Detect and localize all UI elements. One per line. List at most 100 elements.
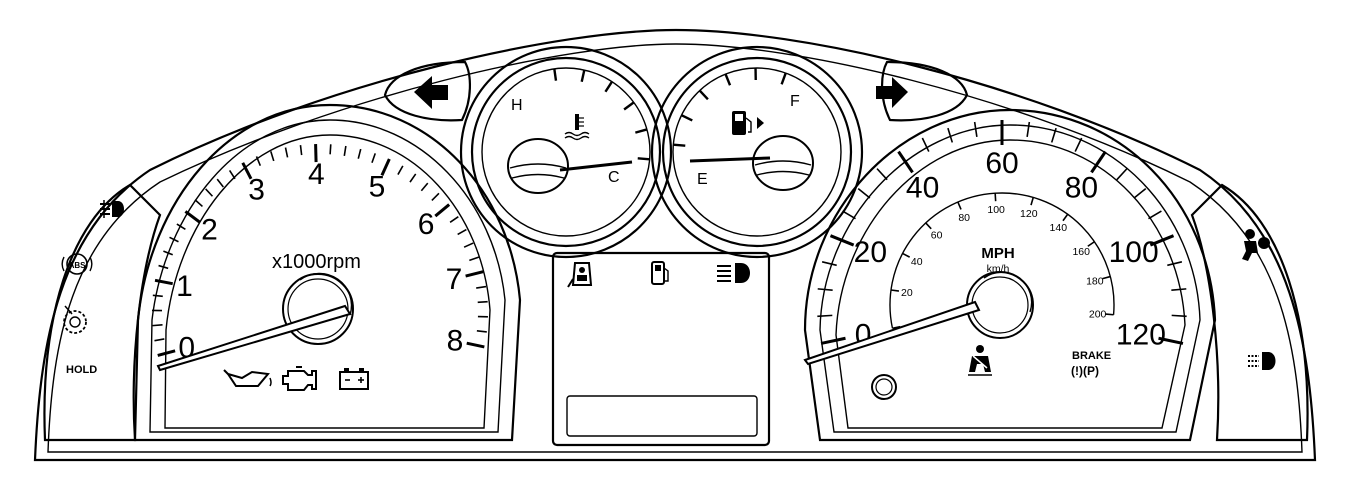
tach-tick bbox=[169, 236, 179, 243]
tach-tick bbox=[184, 210, 201, 224]
kmh-label: 200 bbox=[1089, 308, 1107, 320]
right-turn-signal bbox=[876, 60, 969, 122]
kmh-label: 80 bbox=[958, 212, 970, 224]
hold-label: HOLD bbox=[66, 364, 97, 376]
kmh-label: 40 bbox=[911, 256, 923, 268]
mph-tick bbox=[1158, 336, 1184, 345]
kmh-tick bbox=[1062, 213, 1069, 222]
speedometer-mph-ticks bbox=[817, 120, 1187, 345]
kmh-tick bbox=[1105, 313, 1114, 316]
mph-tick bbox=[820, 336, 846, 345]
kmh-label: 60 bbox=[931, 230, 943, 242]
tach-tick bbox=[255, 156, 262, 167]
fuel-gauge: F E bbox=[650, 45, 864, 259]
mph-tick bbox=[1171, 314, 1187, 318]
tach-tick bbox=[409, 173, 417, 183]
tach-tick bbox=[152, 294, 163, 298]
temp-hot-label: H bbox=[511, 97, 523, 114]
kmh-arc bbox=[889, 192, 1115, 329]
fog-light-icon bbox=[100, 200, 124, 218]
gauge-tick bbox=[553, 68, 558, 81]
tach-tick bbox=[469, 256, 480, 262]
left-indicator-pod: ABS HOLD bbox=[43, 183, 162, 442]
tach-tick bbox=[284, 147, 289, 158]
fuel-pump-icon bbox=[732, 111, 764, 135]
tach-tick bbox=[420, 182, 429, 192]
mph-tick bbox=[821, 261, 837, 267]
cluster-housing bbox=[33, 28, 1317, 462]
left-turn-arrow-icon bbox=[414, 76, 448, 109]
oil-pressure-icon bbox=[223, 369, 272, 387]
tach-tick bbox=[216, 178, 224, 188]
mph-label: 60 bbox=[985, 147, 1018, 180]
abs-label: ABS bbox=[69, 261, 87, 270]
tach-tick bbox=[228, 169, 236, 180]
high-beam-icon bbox=[717, 263, 750, 283]
tach-tick bbox=[476, 329, 487, 333]
mph-tick bbox=[973, 121, 978, 137]
tach-tick bbox=[152, 324, 163, 327]
tach-tick bbox=[194, 199, 203, 208]
seatbelt-icon bbox=[968, 345, 992, 376]
mph-tick bbox=[1050, 127, 1057, 143]
temp-needle bbox=[559, 160, 633, 172]
mph-label: 100 bbox=[1109, 236, 1159, 269]
tach-tick bbox=[476, 285, 487, 289]
right-turn-arrow-icon bbox=[876, 77, 908, 108]
tach-tick bbox=[158, 264, 169, 270]
gauge-tick bbox=[724, 73, 732, 86]
tach-tick bbox=[449, 216, 459, 223]
kmh-tick bbox=[1087, 241, 1095, 247]
kmh-tick bbox=[902, 252, 911, 258]
kmh-label: 160 bbox=[1072, 246, 1090, 258]
tach-tick bbox=[466, 341, 485, 349]
tach-tick bbox=[380, 158, 391, 176]
coolant-temperature-icon bbox=[564, 114, 590, 141]
tachometer-needle bbox=[156, 304, 352, 372]
tach-label: 2 bbox=[201, 213, 218, 246]
mph-tick bbox=[1090, 150, 1107, 174]
mph-tick bbox=[1149, 234, 1175, 247]
mph-tick bbox=[842, 210, 856, 220]
tach-tick bbox=[434, 203, 451, 218]
mph-tick bbox=[1133, 187, 1147, 199]
tach-tick bbox=[465, 270, 484, 278]
tach-tick bbox=[343, 145, 347, 157]
fuel-empty-label: E bbox=[697, 171, 708, 188]
mph-label: 40 bbox=[906, 171, 939, 204]
brake-symbols: (!)(P) bbox=[1071, 364, 1099, 378]
door-ajar-icon bbox=[567, 262, 593, 288]
tach-tick bbox=[329, 144, 332, 155]
tach-tick bbox=[371, 153, 377, 164]
speedometer-kmh-ticks bbox=[889, 192, 1115, 330]
tach-tick bbox=[154, 278, 173, 286]
mph-tick bbox=[947, 127, 954, 143]
rear-fog-light-icon bbox=[1248, 352, 1276, 370]
speedometer-unit-primary: MPH bbox=[981, 245, 1014, 262]
kmh-tick bbox=[1102, 275, 1111, 280]
tach-label: 3 bbox=[248, 173, 265, 206]
mph-tick bbox=[857, 187, 871, 199]
temp-hub bbox=[507, 138, 633, 194]
mph-tick bbox=[1171, 288, 1187, 291]
kmh-tick bbox=[925, 222, 932, 230]
tach-label: 4 bbox=[308, 158, 325, 191]
speedometer-needle bbox=[803, 300, 981, 366]
battery-icon bbox=[339, 368, 369, 390]
gauge-tick bbox=[580, 69, 586, 82]
mph-tick bbox=[1167, 261, 1183, 267]
tach-tick bbox=[397, 165, 404, 175]
mph-tick bbox=[829, 234, 855, 247]
mph-label: 80 bbox=[1065, 171, 1098, 204]
tach-tick bbox=[299, 145, 303, 156]
gauge-tick bbox=[604, 81, 613, 93]
kmh-label: 20 bbox=[901, 287, 913, 299]
kmh-label: 140 bbox=[1050, 222, 1068, 234]
traction-control-icon bbox=[63, 305, 87, 334]
tach-tick bbox=[463, 242, 474, 248]
